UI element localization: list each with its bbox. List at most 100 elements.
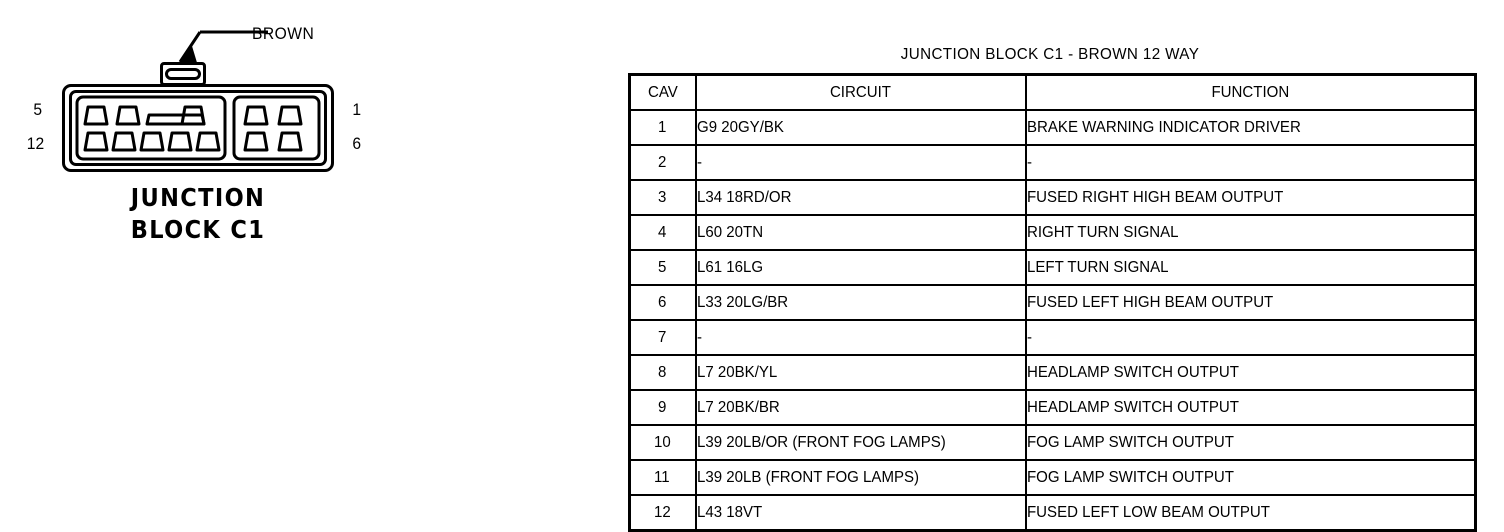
- cell-cav: 11: [628, 459, 697, 496]
- cell-function: LEFT TURN SIGNAL: [1024, 249, 1477, 286]
- column-header-circuit-label: CIRCUIT: [829, 83, 891, 101]
- table-row: 3 L34 18RD/OR FUSED RIGHT HIGH BEAM OUTPUT: [628, 179, 1477, 216]
- cell-function: HEADLAMP SWITCH OUTPUT: [1024, 389, 1477, 426]
- pinout-table-panel: JUNCTION BLOCK C1 - BROWN 12 WAY CAV CIR…: [626, 0, 1482, 532]
- cell-circuit: L33 20LG/BR: [694, 284, 1027, 321]
- cell-cav: 8: [628, 354, 697, 391]
- cell-circuit: L39 20LB/OR (FRONT FOG LAMPS): [694, 424, 1027, 461]
- cell-cav-text: 9: [658, 398, 667, 416]
- cell-cav: 10: [628, 424, 697, 461]
- connector-latch-tab-inner: [165, 68, 201, 80]
- cell-function-text: -: [1026, 328, 1032, 346]
- cell-circuit: G9 20GY/BK: [694, 109, 1027, 146]
- table-row: 6 L33 20LG/BR FUSED LEFT HIGH BEAM OUTPUT: [628, 284, 1477, 321]
- cell-cav-text: 12: [653, 503, 671, 521]
- cell-circuit-text: L60 20TN: [696, 223, 763, 241]
- cell-cav: 5: [628, 249, 697, 286]
- cell-function: -: [1024, 319, 1477, 356]
- cell-circuit: -: [694, 144, 1027, 181]
- cell-function: FUSED LEFT LOW BEAM OUTPUT: [1024, 494, 1477, 532]
- column-header-cav-label: CAV: [647, 83, 678, 101]
- connector-cavity-array: [75, 95, 321, 161]
- cell-circuit: L39 20LB (FRONT FOG LAMPS): [694, 459, 1027, 496]
- cell-function-text: FUSED LEFT HIGH BEAM OUTPUT: [1026, 293, 1273, 311]
- cell-function-text: RIGHT TURN SIGNAL: [1026, 223, 1179, 241]
- cell-circuit: L60 20TN: [694, 214, 1027, 251]
- connector-shell-inner: [69, 90, 327, 166]
- connector-caption: JUNCTION BLOCK C1: [76, 182, 321, 246]
- table-row: 1 G9 20GY/BK BRAKE WARNING INDICATOR DRIVE…: [628, 109, 1477, 146]
- cell-cav-text: 10: [653, 433, 671, 451]
- cell-circuit-text: -: [696, 328, 702, 346]
- cell-circuit-text: L39 20LB/OR (FRONT FOG LAMPS): [696, 433, 946, 451]
- cell-circuit-text: L33 20LG/BR: [696, 293, 788, 311]
- cell-function-text: -: [1026, 153, 1032, 171]
- pin-number-top-left: 5: [33, 100, 43, 119]
- cell-cav-text: 8: [658, 363, 667, 381]
- cell-circuit: L7 20BK/BR: [694, 389, 1027, 426]
- pin-number-top-right: 1: [352, 100, 362, 119]
- cell-circuit-text: -: [696, 153, 702, 171]
- cell-cav: 6: [628, 284, 697, 321]
- cell-function-text: HEADLAMP SWITCH OUTPUT: [1026, 398, 1239, 416]
- pinout-table: CAV CIRCUIT FUNCTION 1 G9 20GY/BK BRAKE WA…: [628, 73, 1477, 532]
- cell-circuit: -: [694, 319, 1027, 356]
- table-row: 2 - -: [628, 144, 1477, 181]
- pin-number-bottom-left: 12: [26, 134, 45, 153]
- cell-function: FOG LAMP SWITCH OUTPUT: [1024, 424, 1477, 461]
- cell-function-text: FUSED RIGHT HIGH BEAM OUTPUT: [1026, 188, 1283, 206]
- table-row: 11 L39 20LB (FRONT FOG LAMPS) FOG LAMP SWI…: [628, 459, 1477, 496]
- cell-circuit-text: L61 16LG: [696, 258, 763, 276]
- cell-cav-text: 2: [658, 153, 667, 171]
- cell-function: FUSED LEFT HIGH BEAM OUTPUT: [1024, 284, 1477, 321]
- table-row: 5 L61 16LG LEFT TURN SIGNAL: [628, 249, 1477, 286]
- cell-function: FUSED RIGHT HIGH BEAM OUTPUT: [1024, 179, 1477, 216]
- cell-circuit-text: L34 18RD/OR: [696, 188, 791, 206]
- cell-function-text: FOG LAMP SWITCH OUTPUT: [1026, 433, 1234, 451]
- table-row: 9 L7 20BK/BR HEADLAMP SWITCH OUTPUT: [628, 389, 1477, 426]
- cell-circuit-text: G9 20GY/BK: [696, 118, 784, 136]
- cell-function-text: HEADLAMP SWITCH OUTPUT: [1026, 363, 1239, 381]
- pin-number-bottom-right: 6: [352, 134, 362, 153]
- table-header-row: CAV CIRCUIT FUNCTION: [628, 73, 1477, 111]
- cell-cav-text: 11: [654, 468, 671, 486]
- cell-circuit-text: L7 20BK/YL: [696, 363, 777, 381]
- cell-function: BRAKE WARNING INDICATOR DRIVER: [1024, 109, 1477, 146]
- table-row: 12 L43 18VT FUSED LEFT LOW BEAM OUTPUT: [628, 494, 1477, 532]
- cell-cav: 2: [628, 144, 697, 181]
- cell-cav: 7: [628, 319, 697, 356]
- connector-caption-line-1: JUNCTION: [130, 183, 266, 212]
- cell-circuit-text: L43 18VT: [696, 503, 762, 521]
- cell-function: FOG LAMP SWITCH OUTPUT: [1024, 459, 1477, 496]
- table-row: 4 L60 20TN RIGHT TURN SIGNAL: [628, 214, 1477, 251]
- cell-function-text: BRAKE WARNING INDICATOR DRIVER: [1026, 118, 1301, 136]
- column-header-function: FUNCTION: [1024, 73, 1477, 111]
- cell-function-text: FOG LAMP SWITCH OUTPUT: [1026, 468, 1234, 486]
- table-row: 7 - -: [628, 319, 1477, 356]
- connector-caption-line-2: BLOCK C1: [130, 215, 266, 244]
- cell-function-text: LEFT TURN SIGNAL: [1026, 258, 1169, 276]
- column-header-cav: CAV: [628, 73, 697, 111]
- cell-cav-text: 7: [658, 328, 667, 346]
- column-header-function-label: FUNCTION: [1211, 83, 1290, 101]
- connector-illustration: BROWN: [0, 0, 600, 528]
- cell-function: HEADLAMP SWITCH OUTPUT: [1024, 354, 1477, 391]
- cell-cav-text: 5: [658, 258, 667, 276]
- cell-function-text: FUSED LEFT LOW BEAM OUTPUT: [1026, 503, 1270, 521]
- cell-circuit-text: L39 20LB (FRONT FOG LAMPS): [696, 468, 919, 486]
- cell-function: -: [1024, 144, 1477, 181]
- cell-circuit: L34 18RD/OR: [694, 179, 1027, 216]
- cell-cav: 3: [628, 179, 697, 216]
- cell-cav: 9: [628, 389, 697, 426]
- cell-cav-text: 4: [658, 223, 667, 241]
- table-row: 10 L39 20LB/OR (FRONT FOG LAMPS) FOG LAMP …: [628, 424, 1477, 461]
- cell-cav: 1: [628, 109, 697, 146]
- cell-cav-text: 1: [658, 118, 667, 136]
- cell-cav-text: 6: [658, 293, 667, 311]
- cell-circuit: L43 18VT: [694, 494, 1027, 532]
- cell-cav-text: 3: [658, 188, 667, 206]
- cell-circuit: L7 20BK/YL: [694, 354, 1027, 391]
- cell-circuit-text: L7 20BK/BR: [696, 398, 780, 416]
- cell-function: RIGHT TURN SIGNAL: [1024, 214, 1477, 251]
- column-header-circuit: CIRCUIT: [694, 73, 1027, 111]
